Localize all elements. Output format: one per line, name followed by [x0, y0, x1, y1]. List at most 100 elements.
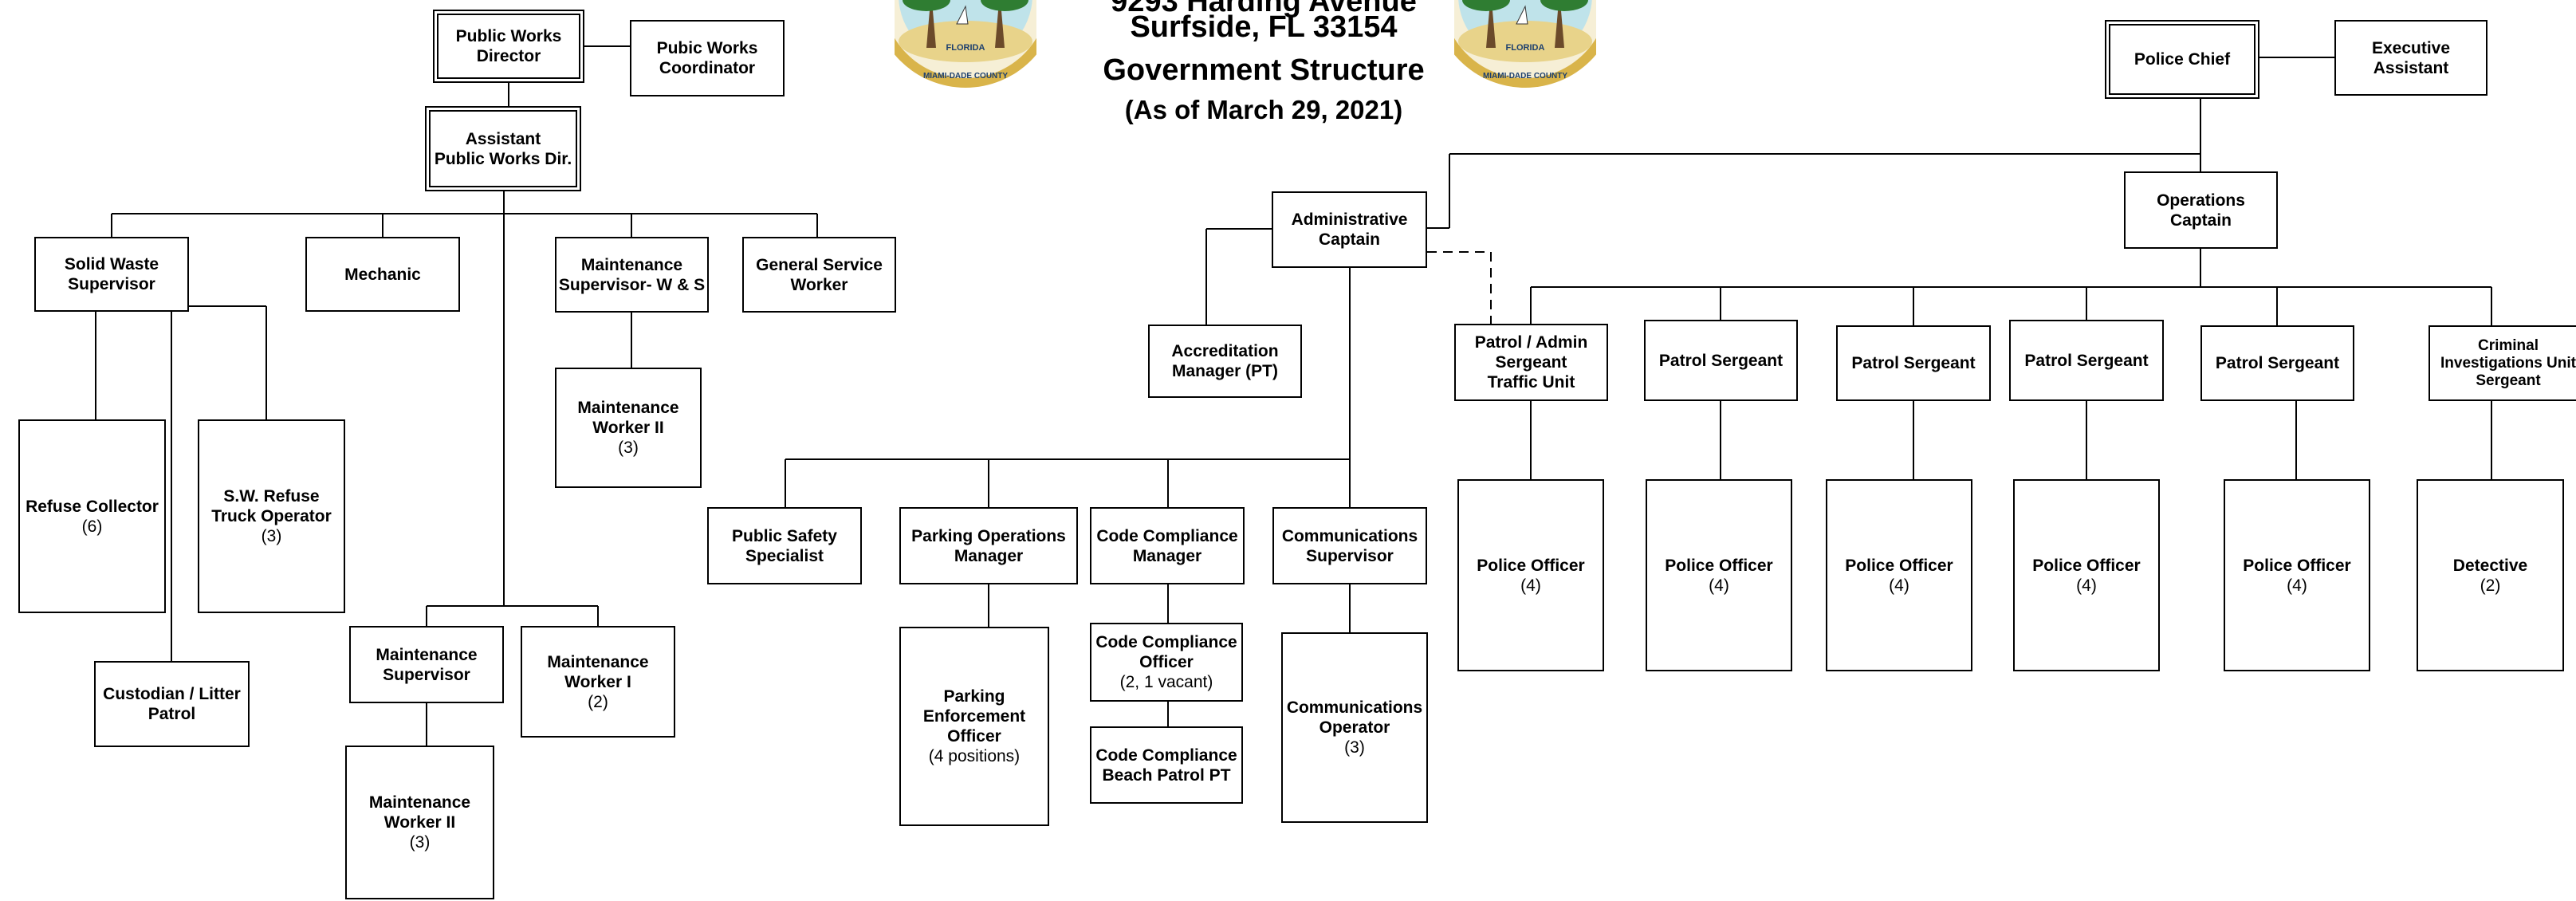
public-works-director-box: Public Works Director	[433, 10, 584, 83]
seal-county-text: MIAMI-DADE COUNTY	[1483, 72, 1567, 81]
detective-title: Detective	[2452, 556, 2528, 575]
patrol-sergeant-box: Patrol Sergeant	[2200, 325, 2354, 401]
communications-supervisor-box: Communications Supervisor	[1272, 507, 1427, 584]
police-officer-count: (4)	[2076, 576, 2097, 595]
parking-enforcement-officer-count: (4 positions)	[928, 747, 1021, 765]
maintenance-worker-i-title: Maintenance Worker I	[547, 652, 649, 691]
accreditation-manager-box: Accreditation Manager (PT)	[1148, 325, 1302, 398]
seal-state-text: FLORIDA	[1506, 43, 1545, 53]
parking-operations-manager-title: Parking Operations Manager	[911, 526, 1066, 565]
maintenance-worker-ii-title: Maintenance Worker II	[577, 399, 679, 437]
administrative-captain-title: Administrative Captain	[1291, 210, 1408, 249]
solid-waste-supervisor-box: Solid Waste Supervisor	[34, 237, 189, 312]
town-seal-left: FLORIDA MIAMI-DADE COUNTY	[895, 0, 1036, 94]
mechanic-title: Mechanic	[344, 265, 421, 284]
page-title: Government Structure	[1103, 53, 1425, 87]
maintenance-worker-ii-box: Maintenance Worker II (3)	[555, 368, 702, 488]
maintenance-supervisor-box: Maintenance Supervisor	[349, 626, 504, 703]
city-line: Surfside, FL 33154	[1130, 10, 1398, 44]
code-compliance-beach-patrol-box: Code Compliance Beach Patrol PT	[1090, 726, 1243, 804]
public-works-director-title: Public Works Director	[455, 27, 562, 65]
code-compliance-manager-title: Code Compliance Manager	[1096, 526, 1238, 565]
refuse-collector-title: Refuse Collector	[26, 497, 159, 516]
executive-assistant-box: Executive Assistant	[2334, 20, 2488, 96]
police-chief-title: Police Chief	[2134, 50, 2231, 69]
patrol-sergeant-title: Patrol Sergeant	[1851, 354, 1976, 372]
patrol-sergeant-box: Patrol Sergeant	[1644, 320, 1798, 401]
patrol-admin-sergeant-title: Patrol / Admin Sergeant Traffic Unit	[1474, 333, 1588, 391]
maintenance-supervisor-title: Maintenance Supervisor	[376, 645, 478, 684]
public-safety-specialist-box: Public Safety Specialist	[707, 507, 862, 584]
sw-refuse-truck-operator-title: S.W. Refuse Truck Operator	[211, 487, 332, 525]
town-seal-right: FLORIDA MIAMI-DADE COUNTY	[1454, 0, 1596, 94]
code-compliance-beach-patrol-title: Code Compliance Beach Patrol PT	[1095, 746, 1237, 785]
police-officer-box: Police Officer (4)	[1646, 479, 1792, 671]
administrative-captain-box: Administrative Captain	[1272, 191, 1427, 268]
police-officer-box: Police Officer (4)	[2224, 479, 2370, 671]
maintenance-worker-ii-lower-count: (3)	[409, 833, 431, 852]
detective-count: (2)	[2480, 576, 2501, 595]
maintenance-supervisor-ws-title: Maintenance Supervisor- W & S	[558, 255, 706, 294]
patrol-sergeant-box: Patrol Sergeant	[2009, 320, 2164, 401]
code-compliance-officer-title: Code Compliance Officer	[1095, 633, 1237, 671]
custodian-litter-patrol-box: Custodian / Litter Patrol	[94, 661, 250, 747]
seal-state-text: FLORIDA	[946, 43, 985, 53]
criminal-investigations-sergeant-title: Criminal Investigations Unit Sergeant	[2440, 336, 2576, 389]
sw-refuse-truck-operator-count: (3)	[261, 527, 282, 545]
patrol-sergeant-title: Patrol Sergeant	[2024, 351, 2149, 370]
patrol-sergeant-box: Patrol Sergeant	[1836, 325, 1991, 401]
refuse-collector-box: Refuse Collector (6)	[18, 419, 166, 613]
general-service-worker-title: General Service Worker	[756, 255, 883, 294]
maintenance-worker-ii-lower-title: Maintenance Worker II	[368, 793, 471, 832]
police-officer-box: Police Officer (4)	[1826, 479, 1972, 671]
solid-waste-supervisor-title: Solid Waste Supervisor	[64, 255, 159, 293]
general-service-worker-box: General Service Worker	[742, 237, 896, 313]
public-works-coordinator-title: Pubic Works Coordinator	[656, 39, 758, 77]
maintenance-worker-i-box: Maintenance Worker I (2)	[521, 626, 675, 738]
maintenance-worker-ii-count: (3)	[618, 439, 639, 457]
operations-captain-title: Operations Captain	[2157, 191, 2245, 230]
police-officer-count: (4)	[1520, 576, 1541, 595]
police-officer-title: Police Officer	[2243, 556, 2351, 575]
code-compliance-officer-count: (2, 1 vacant)	[1119, 673, 1213, 691]
patrol-sergeant-title: Patrol Sergeant	[2215, 354, 2340, 372]
parking-operations-manager-box: Parking Operations Manager	[899, 507, 1078, 584]
date-line: (As of March 29, 2021)	[1124, 95, 1403, 124]
refuse-collector-count: (6)	[81, 517, 103, 536]
detective-box: Detective (2)	[2417, 479, 2564, 671]
communications-operator-box: Communications Operator (3)	[1281, 632, 1428, 823]
accreditation-manager-title: Accreditation Manager (PT)	[1171, 342, 1279, 380]
operations-captain-box: Operations Captain	[2124, 171, 2278, 249]
maintenance-worker-ii-lower-box: Maintenance Worker II (3)	[345, 746, 494, 899]
police-officer-count: (4)	[2287, 576, 2307, 595]
sw-refuse-truck-operator-box: S.W. Refuse Truck Operator (3)	[198, 419, 345, 613]
code-compliance-manager-box: Code Compliance Manager	[1090, 507, 1245, 584]
police-chief-box: Police Chief	[2105, 20, 2259, 99]
parking-enforcement-officer-title: Parking Enforcement Officer	[922, 687, 1026, 746]
seal-county-text: MIAMI-DADE COUNTY	[923, 72, 1008, 81]
patrol-sergeant-title: Patrol Sergeant	[1658, 351, 1784, 370]
police-officer-count: (4)	[1889, 576, 1909, 595]
public-works-coordinator-box: Pubic Works Coordinator	[630, 20, 785, 96]
parking-enforcement-officer-box: Parking Enforcement Officer (4 positions…	[899, 627, 1049, 826]
address-line: 9293 Harding Avenue	[1111, 0, 1417, 18]
police-officer-box: Police Officer (4)	[1457, 479, 1604, 671]
communications-supervisor-title: Communications Supervisor	[1281, 526, 1418, 565]
police-officer-title: Police Officer	[1665, 556, 1773, 575]
mechanic-box: Mechanic	[305, 237, 460, 312]
executive-assistant-title: Executive Assistant	[2371, 38, 2451, 77]
police-officer-title: Police Officer	[1845, 556, 1953, 575]
code-compliance-officer-box: Code Compliance Officer (2, 1 vacant)	[1090, 623, 1243, 702]
public-safety-specialist-title: Public Safety Specialist	[732, 526, 837, 565]
police-officer-title: Police Officer	[2032, 556, 2141, 575]
custodian-litter-patrol-title: Custodian / Litter Patrol	[103, 685, 241, 723]
patrol-admin-sergeant-box: Patrol / Admin Sergeant Traffic Unit	[1454, 324, 1608, 401]
assistant-public-works-director-title: Assistant Public Works Dir.	[434, 129, 572, 168]
police-officer-box: Police Officer (4)	[2013, 479, 2160, 671]
communications-operator-count: (3)	[1344, 738, 1365, 757]
assistant-public-works-director-box: Assistant Public Works Dir.	[425, 106, 581, 191]
communications-operator-title: Communications Operator	[1286, 698, 1423, 737]
maintenance-supervisor-ws-box: Maintenance Supervisor- W & S	[555, 237, 709, 313]
